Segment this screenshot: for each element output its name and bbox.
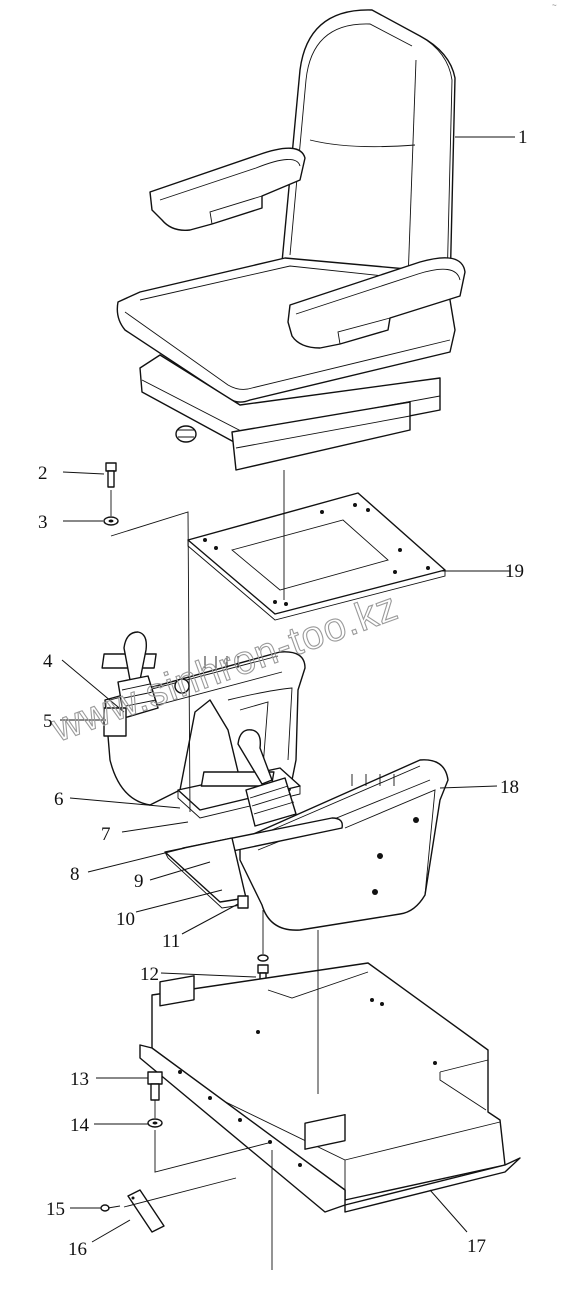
watermark: www.sinhron-too.kz bbox=[45, 584, 404, 750]
callout-10: 10 bbox=[116, 909, 135, 930]
mount-plate bbox=[187, 492, 446, 621]
callout-1: 1 bbox=[518, 127, 528, 148]
callout-5: 5 bbox=[43, 711, 53, 732]
right-control-console bbox=[164, 729, 449, 931]
base-box bbox=[139, 962, 521, 1213]
callout-17: 17 bbox=[467, 1236, 486, 1257]
washer-3 bbox=[103, 516, 119, 526]
callout-4: 4 bbox=[43, 651, 53, 672]
callout-6: 6 bbox=[54, 789, 64, 810]
callout-2: 2 bbox=[38, 463, 48, 484]
callout-11: 11 bbox=[162, 931, 180, 952]
callout-13: 13 bbox=[70, 1069, 89, 1090]
corner-mark: ~ bbox=[552, 1, 557, 10]
cover-plate-16 bbox=[127, 1189, 165, 1233]
callout-9: 9 bbox=[134, 871, 144, 892]
screw-15 bbox=[100, 1204, 121, 1212]
callout-8: 8 bbox=[70, 864, 80, 885]
callout-3: 3 bbox=[38, 512, 48, 533]
callout-14: 14 bbox=[70, 1115, 90, 1136]
leader-lines bbox=[60, 136, 515, 1243]
callout-15: 15 bbox=[46, 1199, 65, 1220]
callout-7: 7 bbox=[101, 824, 111, 845]
seat-assembly bbox=[116, 9, 466, 471]
callout-12: 12 bbox=[140, 964, 159, 985]
bolt-2 bbox=[105, 462, 117, 488]
callout-16: 16 bbox=[68, 1239, 87, 1260]
callout-labels: 1 2 3 4 5 6 7 8 9 10 11 12 13 14 15 16 1… bbox=[38, 127, 528, 1260]
bolt-13 bbox=[147, 1071, 163, 1101]
callout-19: 19 bbox=[505, 561, 524, 582]
callout-18: 18 bbox=[500, 777, 519, 798]
assembly-lines bbox=[110, 470, 369, 1270]
washer-14 bbox=[147, 1118, 163, 1128]
